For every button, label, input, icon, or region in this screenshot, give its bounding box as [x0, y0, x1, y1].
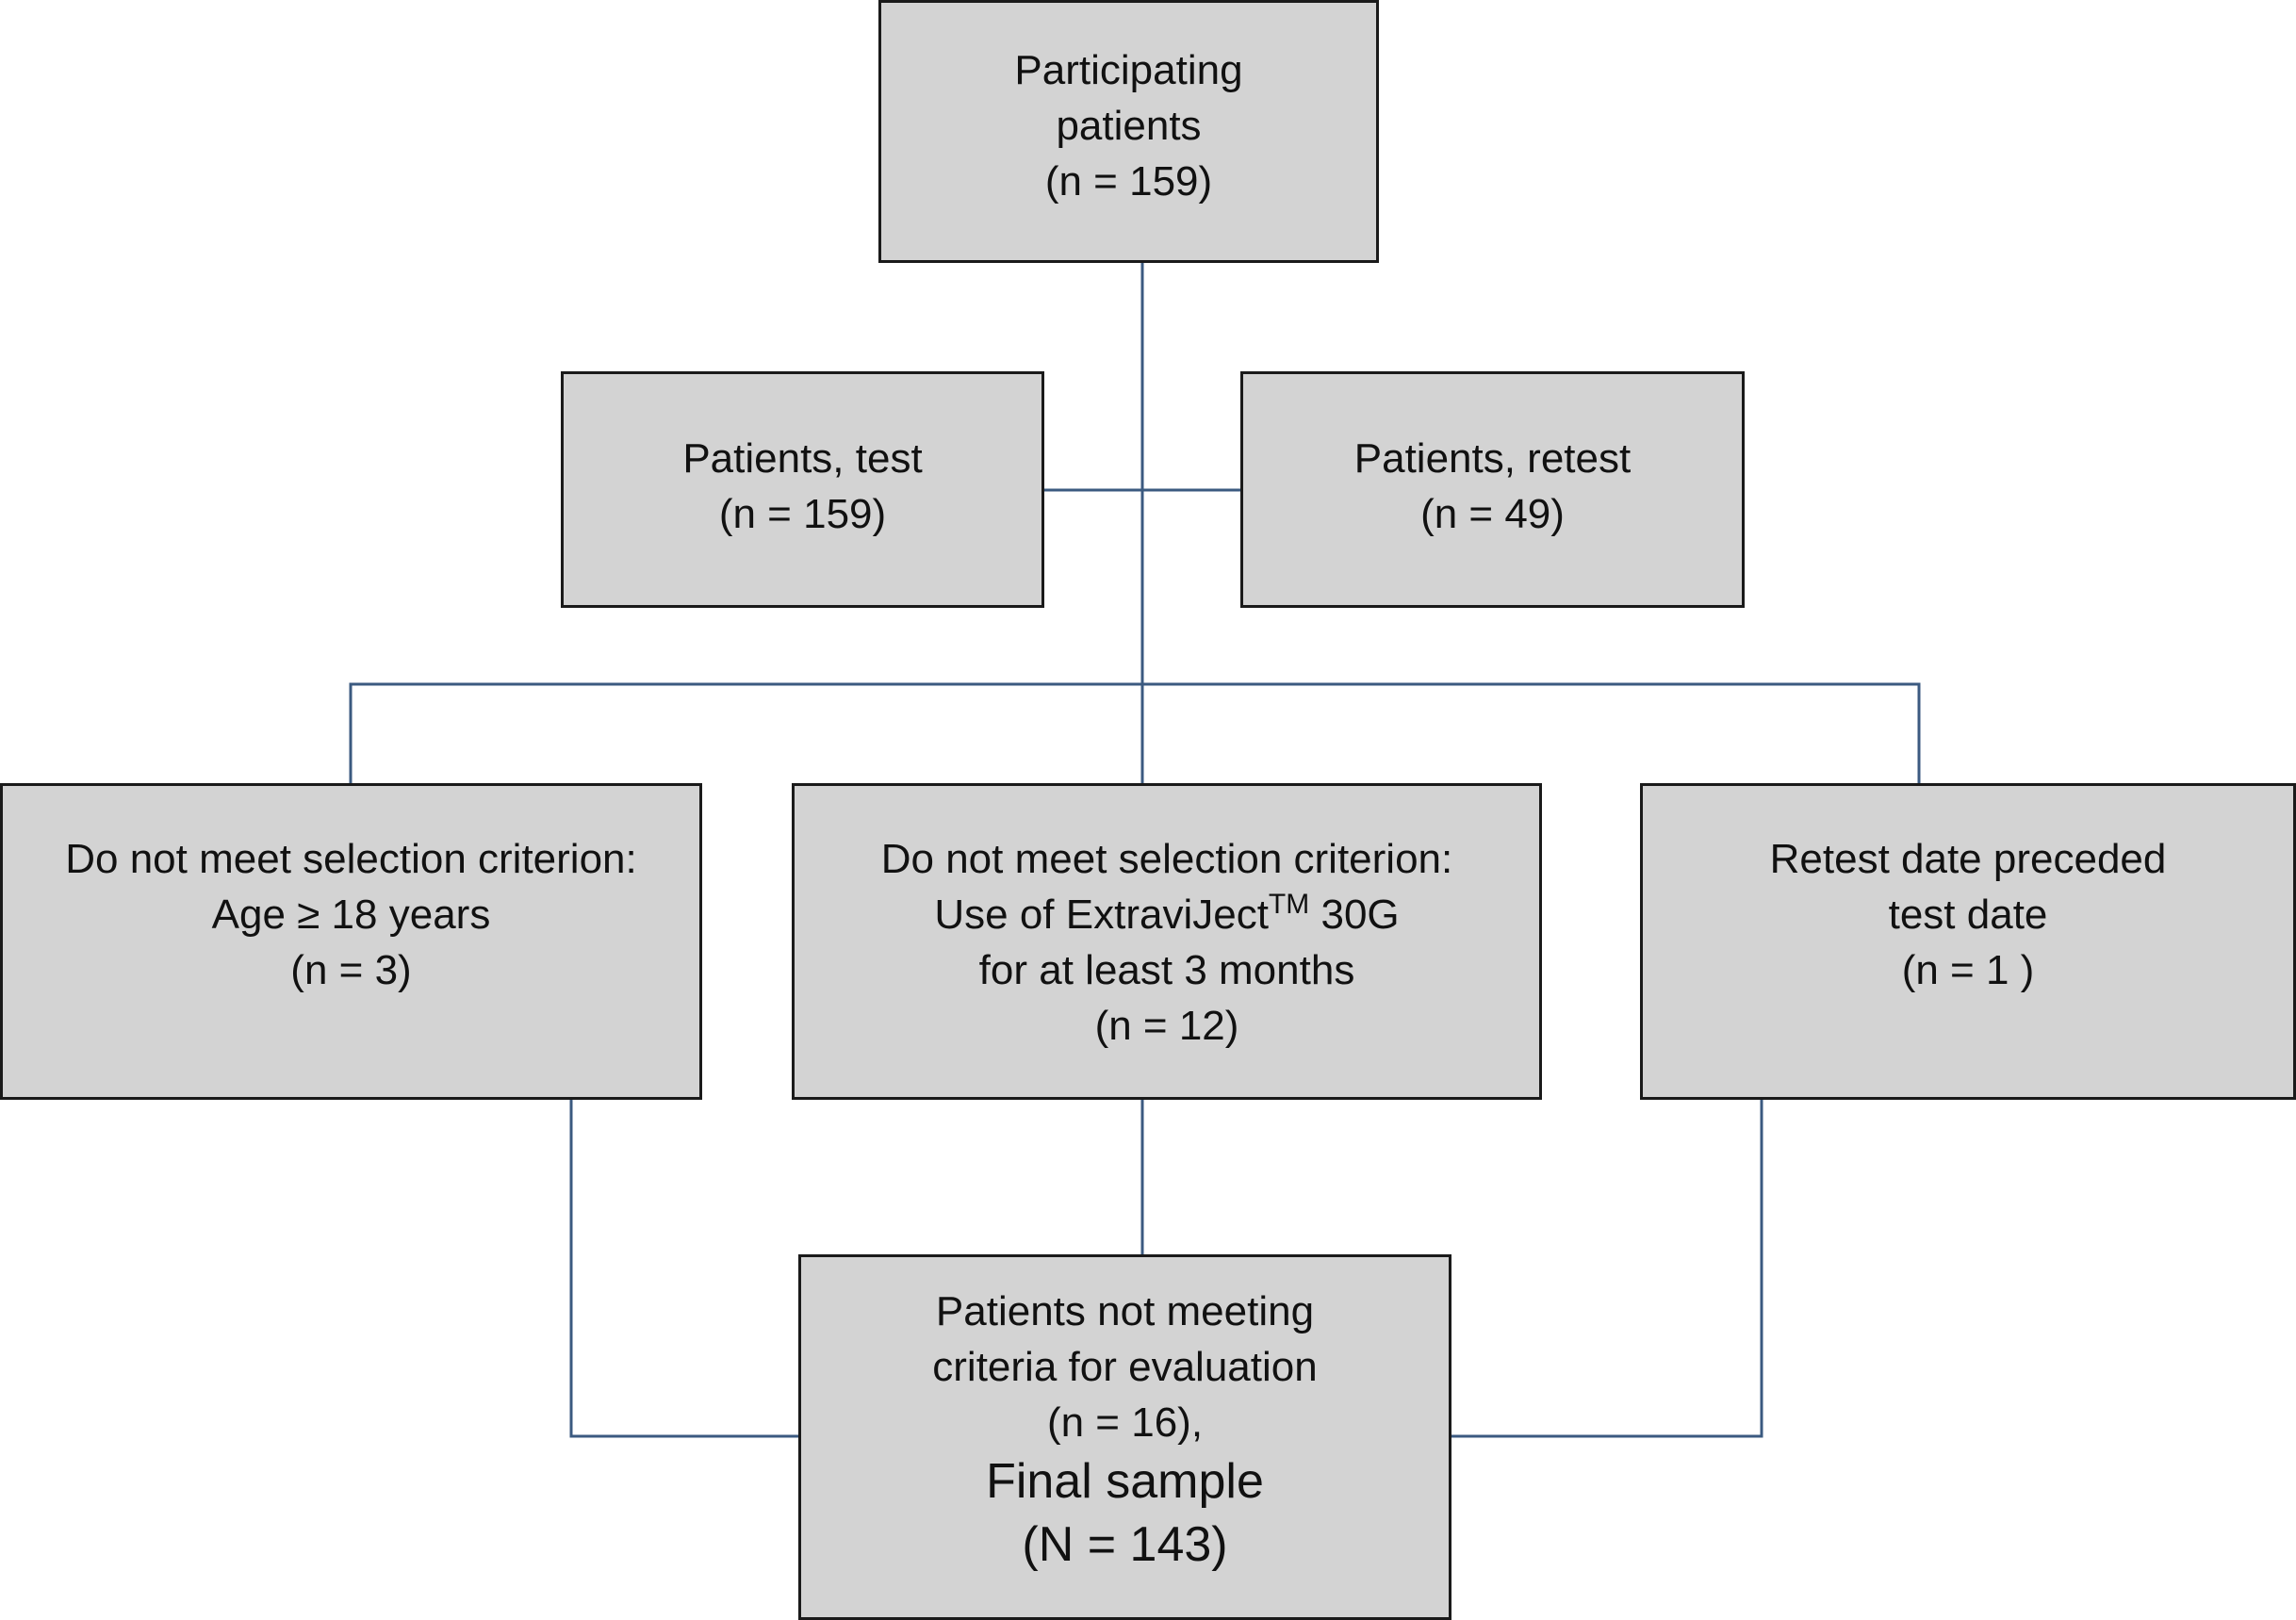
age-criterion-box: Do not meet selection criterion: Age ≥ 1… [0, 783, 702, 1100]
box-text-line: patients [1056, 103, 1202, 149]
box-text-line: Patients, test [682, 435, 923, 482]
box-text-line: test date [1888, 892, 2048, 938]
box-count: (n = 16), [1046, 1399, 1204, 1446]
final-sample-count: (N = 143) [1022, 1517, 1228, 1572]
box-count: (n = 1 ) [1901, 947, 2035, 993]
gauge-text: 30G [1309, 892, 1400, 938]
box-count: (n = 12) [1094, 1003, 1239, 1049]
box-text-line: Patients not meeting [935, 1288, 1315, 1334]
connector-retestdate-final [1451, 1100, 1763, 1438]
product-name-text: Use of ExtraviJect [934, 892, 1269, 938]
box-count: (n = 159) [1044, 158, 1213, 205]
box-text-line: for at least 3 months [978, 947, 1355, 993]
retest-date-box: Retest date preceded test date (n = 1 ) [1640, 783, 2296, 1100]
extraviject-criterion-box: Do not meet selection criterion: Use of … [792, 783, 1542, 1100]
participating-patients-box: Participating patients (n = 159) [878, 0, 1379, 263]
connector-age-final [569, 1100, 798, 1438]
box-text-line: Patients, retest [1353, 435, 1632, 482]
box-count: (n = 49) [1420, 491, 1565, 537]
box-text-line: Do not meet selection criterion: [880, 836, 1453, 882]
box-text-line: criteria for evaluation [932, 1344, 1318, 1390]
box-text-line: Participating [1014, 47, 1243, 93]
box-text-line: Retest date preceded [1769, 836, 2167, 882]
patients-test-box: Patients, test (n = 159) [561, 371, 1044, 608]
box-text-line: Age ≥ 18 years [211, 892, 491, 938]
box-count: (n = 3) [290, 947, 412, 993]
box-text-line: Use of ExtraviJectTM 30G [795, 887, 1539, 942]
final-sample-box: Patients not meeting criteria for evalua… [798, 1254, 1451, 1620]
patients-retest-box: Patients, retest (n = 49) [1240, 371, 1745, 608]
box-count: (n = 159) [718, 491, 887, 537]
box-text-line: Do not meet selection criterion: [65, 836, 637, 882]
connector-criteria-branch [349, 682, 1921, 783]
final-sample-label: Final sample [986, 1454, 1264, 1509]
trademark-superscript: TM [1268, 889, 1310, 920]
